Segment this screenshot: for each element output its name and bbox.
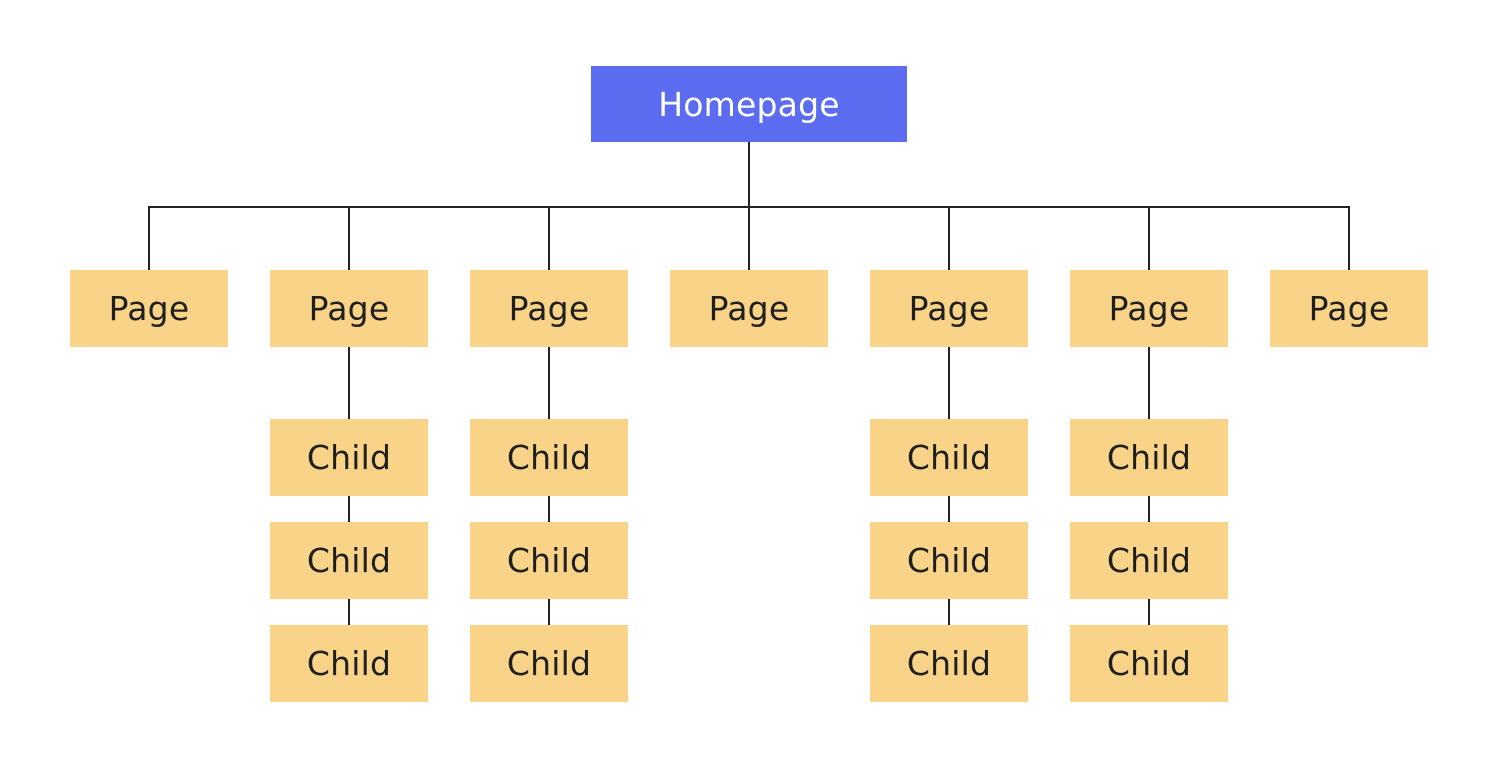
page-connector: [1148, 207, 1150, 270]
child-node: Child: [870, 419, 1028, 496]
page-node: Page: [470, 270, 628, 347]
child-node: Child: [470, 419, 628, 496]
child-node: Child: [1070, 522, 1228, 599]
child-node: Child: [470, 522, 628, 599]
root-connector: [748, 142, 750, 207]
page-connector: [348, 207, 350, 270]
page-connector: [1348, 207, 1350, 270]
page-connector: [748, 207, 750, 270]
page-connector: [948, 207, 950, 270]
page-node: Page: [670, 270, 828, 347]
child-node: Child: [470, 625, 628, 702]
page-node: Page: [870, 270, 1028, 347]
homepage-node: Homepage: [591, 66, 907, 142]
page-connector: [548, 207, 550, 270]
child-node: Child: [870, 522, 1028, 599]
page-node: Page: [70, 270, 228, 347]
child-node: Child: [1070, 625, 1228, 702]
child-node: Child: [270, 625, 428, 702]
page-node: Page: [1070, 270, 1228, 347]
page-node: Page: [270, 270, 428, 347]
child-node: Child: [1070, 419, 1228, 496]
child-node: Child: [870, 625, 1028, 702]
page-connector: [148, 207, 150, 270]
child-node: Child: [270, 419, 428, 496]
page-node: Page: [1270, 270, 1428, 347]
child-node: Child: [270, 522, 428, 599]
